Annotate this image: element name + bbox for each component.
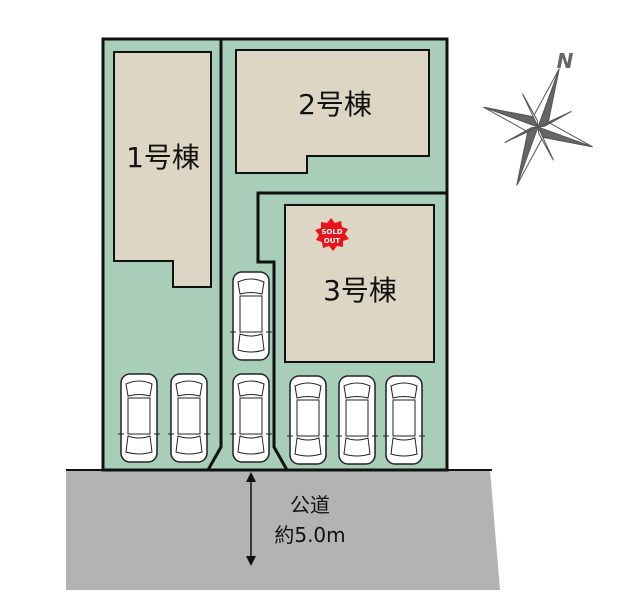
compass-rose-icon bbox=[483, 68, 593, 186]
lot-divider-2-3 bbox=[256, 191, 447, 471]
road-width-arrow bbox=[246, 472, 256, 566]
parking-car-icon bbox=[287, 375, 329, 465]
sold-out-badge: SOLD OUT bbox=[315, 218, 349, 251]
lot-divider-1 bbox=[206, 39, 223, 471]
parking-car-icon bbox=[383, 375, 425, 465]
parking-car-icon bbox=[118, 373, 160, 463]
building-2-label: 2号棟 bbox=[298, 88, 372, 121]
building-2 bbox=[235, 49, 430, 174]
road-type-label: 公道 bbox=[290, 493, 330, 517]
north-label: N bbox=[557, 49, 574, 73]
building-1-label: 1号棟 bbox=[126, 141, 200, 174]
public-road bbox=[66, 470, 500, 590]
parking-car-icon bbox=[168, 373, 210, 463]
sold-badge-line2: OUT bbox=[324, 237, 341, 245]
parking-car-icon bbox=[230, 373, 272, 463]
parking-car-icon bbox=[230, 271, 272, 361]
building-3 bbox=[284, 204, 435, 363]
road-width-label: 約5.0m bbox=[274, 523, 345, 547]
parking-car-icon bbox=[336, 375, 378, 465]
sold-badge-line1: SOLD bbox=[321, 228, 342, 236]
building-3-label: 3号棟 bbox=[323, 274, 397, 307]
building-1 bbox=[113, 51, 212, 288]
